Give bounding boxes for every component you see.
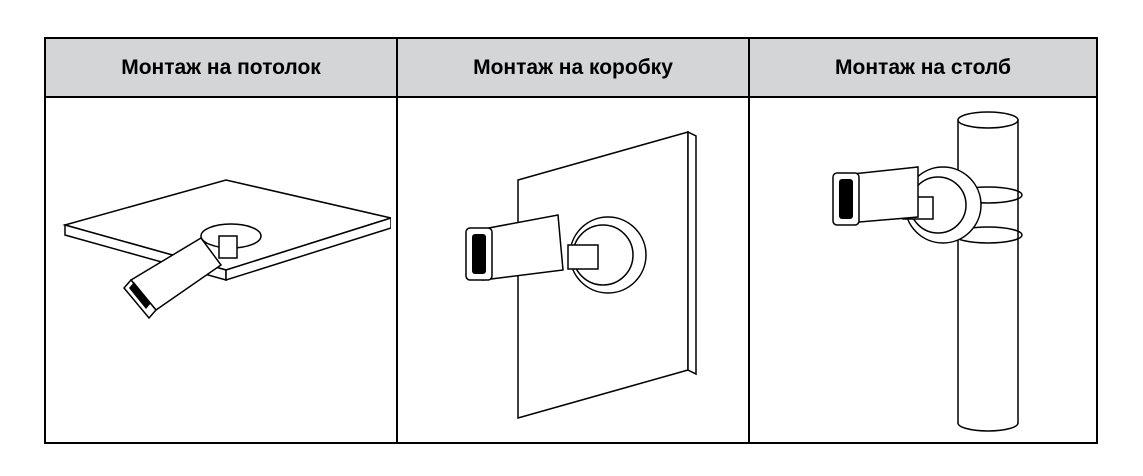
header-ceiling-mount: Монтаж на потолок [44, 37, 398, 98]
pole-mount-cell [748, 96, 1098, 444]
header-box-mount: Монтаж на коробку [396, 37, 750, 98]
header-pole-mount: Монтаж на столб [748, 37, 1098, 98]
header-row: Монтаж на потолок Монтаж на коробку Монт… [44, 37, 1098, 98]
ceiling-mount-illustration [62, 179, 391, 320]
ceiling-mount-cell [44, 96, 398, 444]
junction-box-mount-illustration [465, 130, 697, 419]
pole-mount-illustration [832, 111, 1023, 432]
box-mount-cell [396, 96, 750, 444]
mounting-table: Монтаж на потолок Монтаж на коробку Монт… [44, 37, 1098, 444]
illustration-row [44, 96, 1098, 444]
